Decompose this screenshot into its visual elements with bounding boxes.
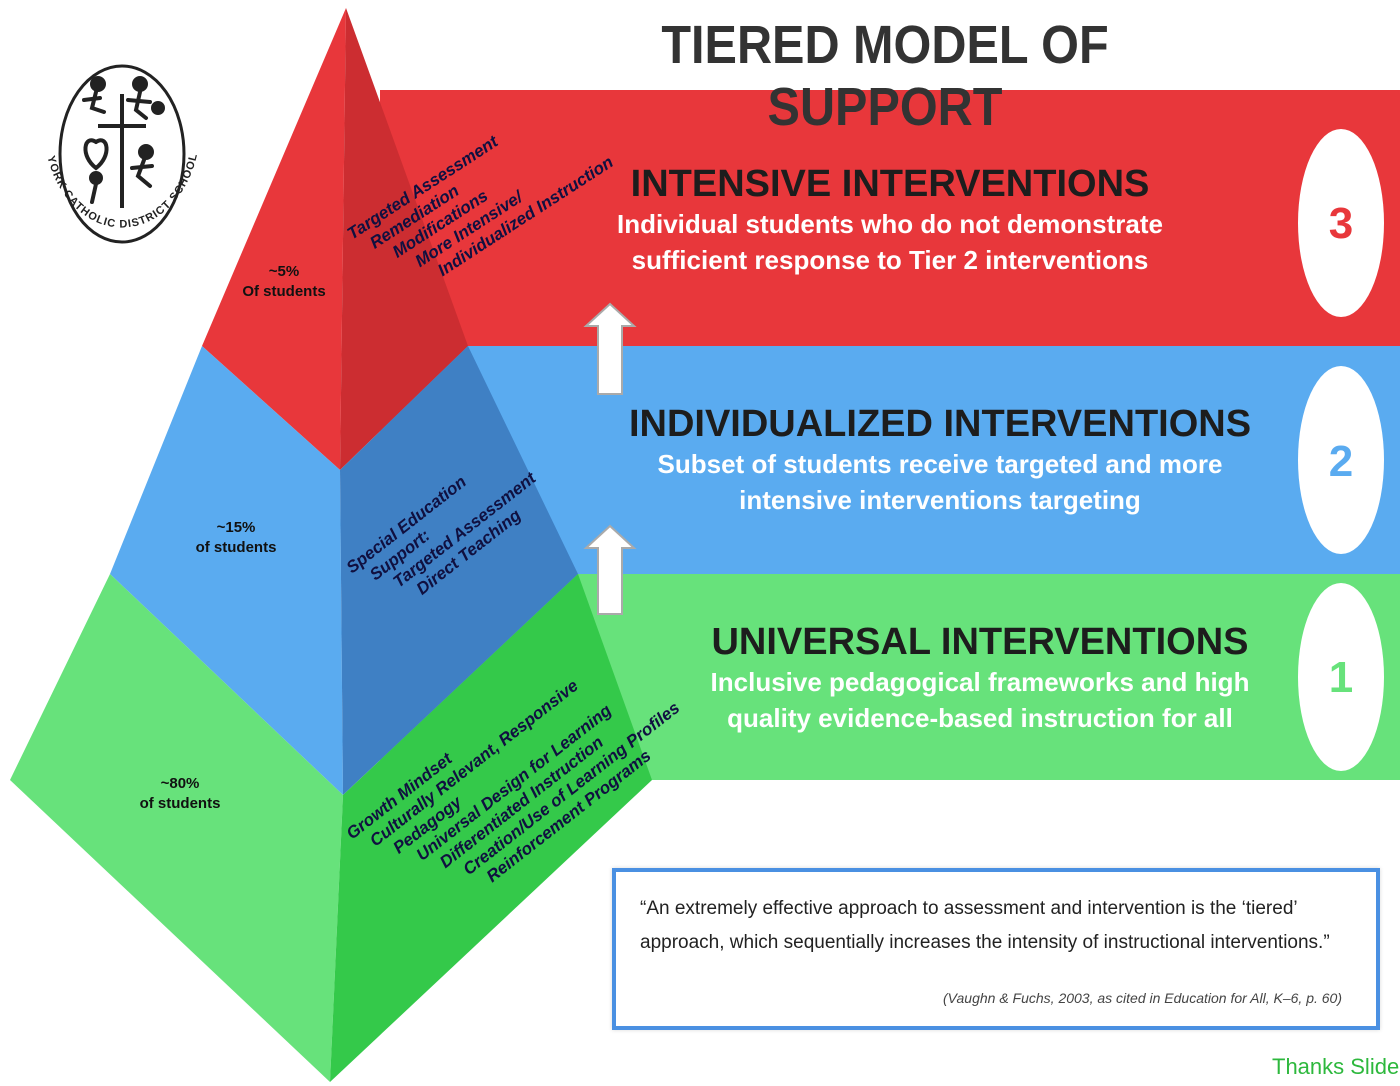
tier-2-percent: ~15% of students	[176, 518, 296, 558]
tier-2-description-line: intensive interventions targeting	[739, 485, 1141, 515]
figure-icon	[82, 76, 165, 204]
page-title: TIERED MODEL OF SUPPORT	[661, 15, 1109, 137]
tier-2-description-line: Subset of students receive targeted and …	[657, 449, 1223, 479]
thanks-credit: Thanks Slide	[1272, 1054, 1400, 1079]
pyramid-left-face-tier-1	[10, 574, 343, 1082]
tier-3-description-line: sufficient response to Tier 2 interventi…	[631, 245, 1149, 275]
pyramid-left-face-tier-3	[202, 8, 346, 470]
percent-value: ~5%	[268, 263, 300, 280]
quote-citation: (Vaughn & Fuchs, 2003, as cited in Educa…	[943, 990, 1342, 1006]
arrow-up-icon	[583, 302, 637, 395]
pyramid-right-face-tier-2	[340, 346, 578, 795]
tier-1-title: UNIVERSAL INTERVENTIONS	[711, 621, 1249, 663]
percent-value: ~15%	[216, 519, 256, 536]
tier-2-number-oval	[1298, 366, 1384, 554]
tier-3-number: 3	[1329, 199, 1353, 248]
tier-1-percent: ~80% of students	[120, 774, 240, 814]
tier-3-number-oval	[1298, 129, 1384, 317]
tier-1-number: 1	[1329, 653, 1353, 702]
percent-label: Of students	[242, 283, 326, 300]
arrow-up-icon	[583, 524, 637, 615]
percent-label: of students	[195, 539, 277, 556]
pyramid-right-face-tier-3	[340, 8, 468, 470]
tier-3-text: INTENSIVE INTERVENTIONS Individual stude…	[560, 162, 1220, 278]
quote-text: “An extremely effective approach to asse…	[640, 898, 1330, 953]
tier-2-text: INDIVIDUALIZED INTERVENTIONS Subset of s…	[590, 402, 1290, 518]
tier-1-text: UNIVERSAL INTERVENTIONS Inclusive pedago…	[690, 620, 1270, 736]
tier-3-band	[380, 90, 1400, 346]
quote-box: “An extremely effective approach to asse…	[612, 868, 1380, 1030]
tier-2-number: 2	[1329, 437, 1353, 486]
tier-2-title: INDIVIDUALIZED INTERVENTIONS	[628, 403, 1252, 445]
tier-3-description-line: Individual students who do not demonstra…	[616, 209, 1163, 239]
pyramid-left-face-tier-2	[110, 346, 343, 795]
percent-value: ~80%	[160, 775, 200, 792]
tier-1-description-line: quality evidence-based instruction for a…	[727, 703, 1233, 733]
tier-1-number-oval	[1298, 583, 1384, 771]
tier-1-description-line: Inclusive pedagogical frameworks and hig…	[710, 667, 1250, 697]
tier-3-percent: ~5% Of students	[226, 262, 342, 302]
percent-label: of students	[139, 795, 221, 812]
tier-3-title: INTENSIVE INTERVENTIONS	[630, 163, 1150, 205]
school-board-logo: YORK CATHOLIC DISTRICT SCHOOL BOARD	[0, 0, 200, 244]
pyramid-right-face-tier-1	[330, 574, 652, 1082]
